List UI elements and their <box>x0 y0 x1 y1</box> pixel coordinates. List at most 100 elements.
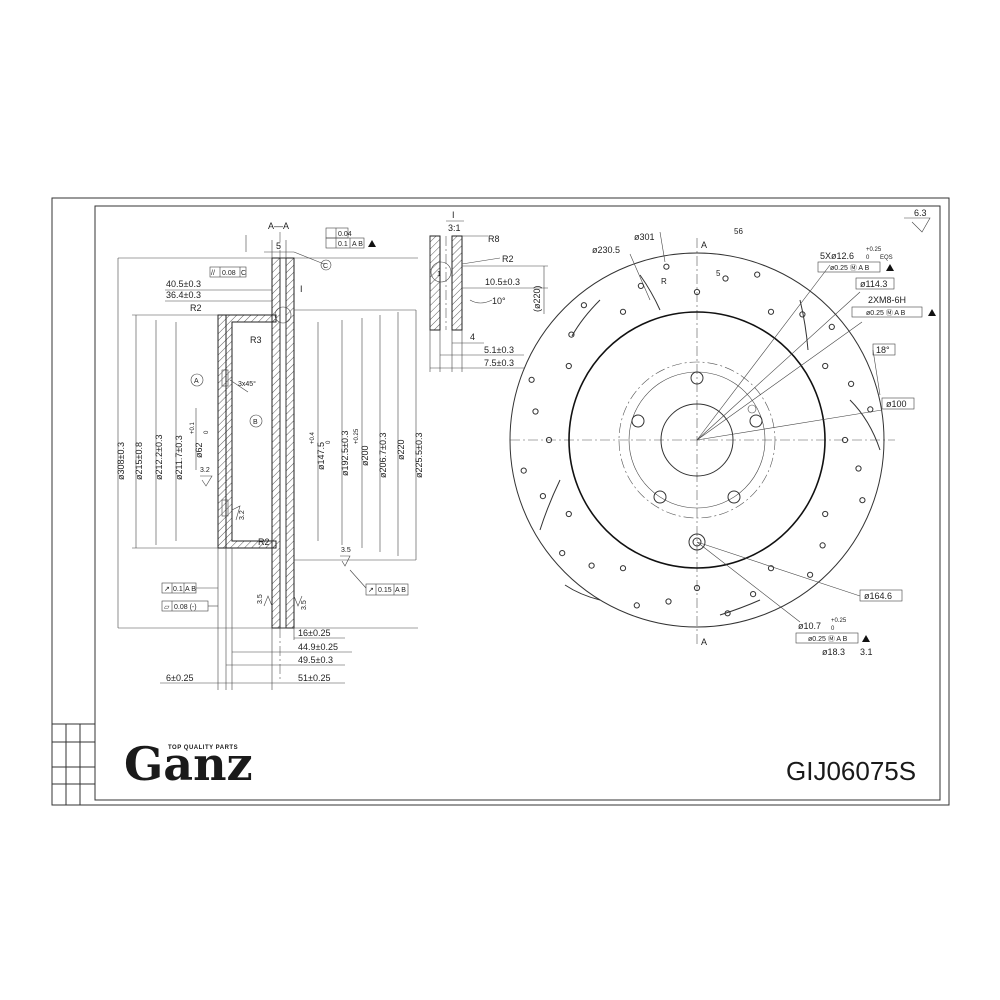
drill-hole <box>822 510 829 518</box>
dim-6: 6±0.25 <box>166 673 193 683</box>
drill-hole <box>722 275 729 282</box>
hat-edge <box>568 311 826 569</box>
dim-v-left-2: ø212.2±0.3 <box>154 435 164 480</box>
r-top: R2 <box>190 303 202 313</box>
rough-35c: 3.5 <box>341 547 351 554</box>
tol-147-zero: 0 <box>326 440 332 444</box>
d1143: ø114.3 <box>860 279 887 289</box>
drill-hole <box>848 380 855 387</box>
runout-tol: 0.1 <box>338 241 348 248</box>
drill-hole <box>528 376 535 383</box>
right-runout-ref: A B <box>395 587 406 594</box>
drill-hole <box>545 436 553 444</box>
drill-hole <box>637 282 645 289</box>
tol-147: +0.4 <box>310 431 316 444</box>
drill-hole <box>750 591 757 598</box>
dim-v-right-3: ø206.7±0.3 <box>378 433 388 478</box>
drill-hole <box>822 362 829 370</box>
drill-hole <box>767 565 775 572</box>
dim-v-left-0: ø308±0.3 <box>116 442 126 480</box>
drill-hole <box>754 271 761 278</box>
svg-text:↗: ↗ <box>164 586 170 593</box>
detail-d4: 4 <box>470 332 475 342</box>
tol-62: +0.1 <box>190 421 196 434</box>
dim-v-left-3: ø211.7±0.3 <box>174 435 184 480</box>
bolt-circle <box>618 361 776 519</box>
svg-text:1: 1 <box>437 271 441 278</box>
dim-v-left-1: ø215±0.8 <box>134 442 144 480</box>
holes-tol: +0.25 <box>866 247 882 253</box>
detail-mark: I <box>300 284 303 294</box>
rough-35a: 3.5 <box>257 594 264 604</box>
datum-a: A <box>194 378 199 385</box>
dim-left-0: 40.5±0.3 <box>166 279 201 289</box>
drill-hole <box>532 408 539 415</box>
dim-v-right-0: ø147.5 <box>316 442 326 470</box>
brand-logo: Ganz <box>124 737 253 791</box>
angle56: 56 <box>734 227 743 236</box>
detail-d51: 5.1±0.3 <box>484 345 514 355</box>
datum-b: B <box>253 419 258 426</box>
outer-edge <box>509 252 885 628</box>
drill-hole <box>867 406 874 413</box>
front-d301: ø301 <box>634 232 655 242</box>
drill-hole <box>539 493 547 500</box>
thread: 2XM8-6H <box>868 295 906 305</box>
detail-dia: (ø220) <box>532 285 542 312</box>
dim-v-right-4: ø220 <box>396 439 406 460</box>
dim-v-right-2: ø200 <box>360 445 370 466</box>
drill-hole <box>807 571 814 578</box>
angle18: 18° <box>876 345 890 355</box>
part-number: GIJ06075S <box>786 756 916 786</box>
drill-hole <box>693 288 701 296</box>
runout-ref: A B <box>352 241 363 248</box>
drill-hole <box>559 550 566 557</box>
brand-tagline: TOP QUALITY PARTS <box>168 745 238 751</box>
d31: 3.1 <box>860 647 873 657</box>
drill-hole <box>693 584 701 592</box>
drill-hole <box>565 510 572 518</box>
rough-32a: 3.2 <box>200 467 210 474</box>
detail-d75: 7.5±0.3 <box>484 358 514 368</box>
parallel-tol: 0.08 <box>222 270 236 277</box>
d107-tol: +0.25 <box>831 618 847 624</box>
drill-hole <box>819 542 826 549</box>
flatness-tol: 0.04 <box>338 231 352 238</box>
dim-bottom-1: 44.9±0.25 <box>298 642 338 652</box>
svg-text:↗: ↗ <box>368 587 374 594</box>
d107-tol0: 0 <box>831 626 835 632</box>
dim-bottom-2: 49.5±0.3 <box>298 655 333 665</box>
chamfer: 3x45° <box>238 380 256 388</box>
r-inner: R3 <box>250 335 262 345</box>
front-five: 5 <box>716 269 721 278</box>
bottom-flat: 0.08 (-) <box>174 604 197 611</box>
section-a-bottom: A <box>701 637 707 647</box>
detail-d105: 10.5±0.3 <box>485 277 520 287</box>
detail-view: I 3:1 1 R8 R2 10.5±0.3 (ø220) 10° 4 5.1±… <box>429 210 548 372</box>
center-bore <box>660 403 734 477</box>
tol-62-zero: 0 <box>204 430 210 434</box>
right-runout: 0.15 <box>378 587 392 594</box>
dim-v-right-5: ø225.5±0.3 <box>414 433 424 478</box>
holes-pos: ø0.25 Ⓜ A B <box>830 264 870 272</box>
rough-32b: 3.2 <box>239 510 246 520</box>
drill-hole <box>841 436 849 444</box>
drill-hole <box>665 598 672 605</box>
drill-hole <box>767 308 775 315</box>
drill-hole <box>633 602 640 609</box>
thread-pos: ø0.25 Ⓜ A B <box>866 309 906 317</box>
title-block: TOP QUALITY PARTS Ganz GIJ06075S <box>124 737 916 791</box>
dim-v-right-1: ø192.5±0.3 <box>340 431 350 476</box>
svg-text:▱: ▱ <box>164 604 170 611</box>
front-d2305: ø230.5 <box>592 245 620 255</box>
corner-mark-label: 6.3 <box>914 208 927 218</box>
d107: ø10.7 <box>798 621 821 631</box>
drill-hole <box>568 331 575 338</box>
drill-hole <box>619 565 627 572</box>
drill-holes <box>520 263 874 617</box>
detail-r2: R2 <box>502 254 514 264</box>
drill-hole <box>580 302 588 309</box>
d1646: ø164.6 <box>864 591 892 601</box>
corner-roughness-mark: 6.3 <box>904 208 931 233</box>
svg-text://: // <box>211 270 215 277</box>
